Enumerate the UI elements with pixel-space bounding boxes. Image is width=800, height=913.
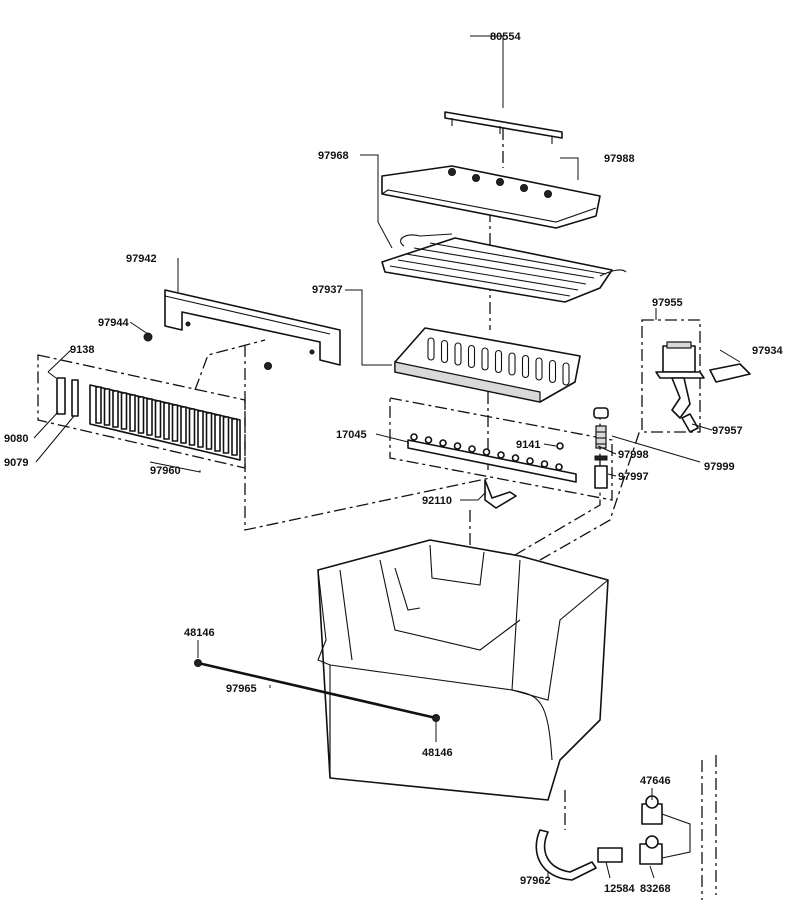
label-9079: 9079: [4, 457, 28, 469]
label-9138: 9138: [70, 344, 94, 356]
cutter-fin: [129, 394, 136, 432]
cutter-fin: [205, 412, 213, 450]
label-97942: 97942: [126, 253, 157, 265]
part-labels: 80554 97968 97988 97942 97937 97944 9138…: [4, 31, 783, 895]
label-92110: 92110: [422, 495, 452, 507]
label-97957: 97957: [712, 425, 743, 437]
spray-nozzle: [439, 439, 447, 447]
label-83268: 83268: [640, 883, 671, 895]
label-48146-bottom: 48146: [422, 747, 453, 759]
spray-nozzle: [526, 457, 534, 465]
float-valve-parts: [593, 407, 609, 489]
cutter-fin: [154, 400, 162, 438]
spray-nozzle: [410, 433, 418, 441]
label-48146-top: 48146: [184, 627, 215, 639]
cutter-fin: [103, 388, 111, 426]
cutter-fin: [163, 402, 170, 440]
water-valve-group: [535, 795, 691, 881]
grid-slot: [562, 362, 570, 386]
ice-grid-97937: [394, 327, 581, 403]
label-97937: 97937: [312, 284, 343, 296]
cutter-fin: [120, 392, 128, 430]
grid-slot: [548, 359, 557, 384]
label-97997: 97997: [618, 471, 649, 483]
pump-97955: [641, 319, 751, 433]
grid-slot: [508, 352, 516, 376]
label-9080: 9080: [4, 433, 28, 445]
spray-nozzle: [540, 460, 549, 468]
spray-nozzle: [468, 445, 476, 453]
label-97998: 97998: [618, 449, 649, 461]
spray-nozzle: [453, 442, 462, 450]
cutter-fin: [188, 408, 196, 446]
label-97955: 97955: [652, 297, 683, 309]
cutter-fin: [112, 390, 119, 428]
label-80554: 80554: [490, 31, 521, 43]
grid-slot: [454, 342, 462, 366]
label-17045: 17045: [336, 429, 367, 441]
label-97960: 97960: [150, 465, 181, 477]
grid-slot: [440, 339, 449, 364]
cover-plate-97988: [381, 165, 601, 229]
grid-slot: [521, 354, 530, 379]
cutter-fin: [180, 406, 187, 444]
evaporator-97968: [381, 233, 627, 303]
label-97999: 97999: [704, 461, 735, 473]
cutter-fin: [137, 396, 145, 434]
grid-slot: [535, 357, 543, 381]
spray-nozzle: [511, 454, 520, 462]
label-97962: 97962: [520, 875, 551, 887]
leader-lines: [33, 35, 741, 879]
grid-slot: [427, 337, 435, 361]
cutter-fin: [95, 386, 102, 424]
cutter-grid-97960: [37, 354, 246, 469]
cutter-fin: [146, 398, 153, 436]
distributor-17045: [389, 397, 613, 509]
reservoir-tub: [317, 539, 609, 801]
grid-slot: [481, 347, 489, 371]
label-97944: 97944: [98, 317, 129, 329]
bracket-97942: [164, 289, 341, 366]
spray-nozzle: [555, 463, 563, 471]
label-97988: 97988: [604, 153, 635, 165]
spray-nozzle: [424, 436, 433, 444]
rod-97965: [194, 659, 440, 722]
top-bracket-80554: [444, 111, 563, 144]
label-47646: 47646: [640, 775, 671, 787]
label-97934: 97934: [752, 345, 783, 357]
cutter-fin: [222, 416, 230, 454]
spray-nozzle: [482, 448, 491, 456]
spray-nozzle: [497, 451, 505, 459]
label-97968: 97968: [318, 150, 349, 162]
label-9141: 9141: [516, 439, 540, 451]
grid-slot: [494, 349, 503, 374]
assembly-lines: [194, 128, 717, 900]
label-97965: 97965: [226, 683, 257, 695]
grid-slot: [467, 344, 476, 369]
screw-97944-b: [264, 362, 272, 370]
screw-97944: [143, 332, 153, 342]
label-12584: 12584: [604, 883, 635, 895]
cutter-fin: [214, 414, 221, 452]
cutter-fin: [171, 404, 179, 442]
cutter-fin: [231, 418, 238, 456]
cutter-fin: [197, 410, 204, 448]
